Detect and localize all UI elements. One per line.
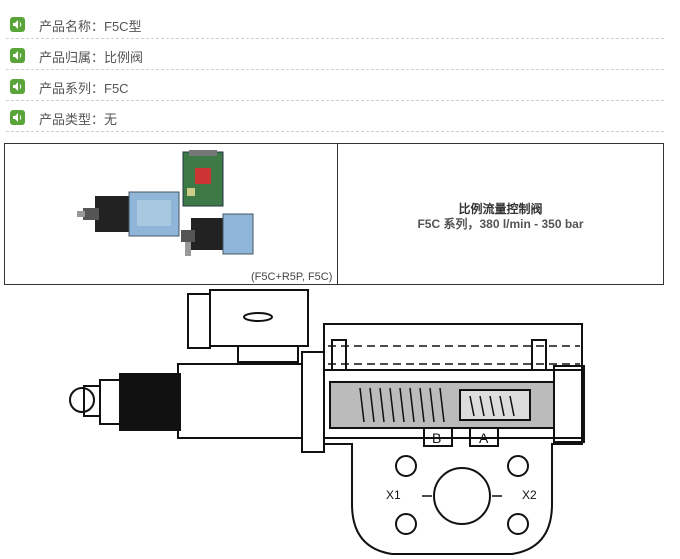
table-divider (337, 144, 338, 284)
x2-label: X2 (522, 488, 537, 502)
product-table: (F5C+R5P, F5C) 比例流量控制阀 F5C 系列，380 l/min … (4, 143, 664, 285)
product-name-text: 产品名称：F5C型 (39, 19, 142, 34)
product-type-text: 产品类型：无 (39, 112, 118, 127)
speaker-icon (10, 110, 25, 125)
product-title: 比例流量控制阀 (458, 202, 543, 216)
product-category-text: 产品归属：比例阀 (39, 50, 144, 65)
product-title-cell: 比例流量控制阀 F5C 系列，380 l/min - 350 bar (338, 144, 663, 284)
info-row-type: 产品类型：无 (6, 101, 664, 132)
technical-drawing (69, 289, 585, 555)
info-row-series: 产品系列：F5C (6, 70, 664, 101)
port-a-label: A (479, 430, 489, 446)
info-row-category: 产品归属：比例阀 (6, 39, 664, 70)
port-b-label: B (432, 430, 442, 446)
x1-label: X1 (386, 488, 401, 502)
photo-caption: (F5C+R5P, F5C) (251, 271, 333, 283)
product-series-text: 产品系列：F5C (39, 81, 129, 96)
product-photo (77, 150, 254, 256)
speaker-icon (10, 48, 25, 63)
info-row-name: 产品名称：F5C型 (6, 8, 664, 39)
product-subtitle: F5C 系列，380 l/min - 350 bar (417, 217, 584, 231)
speaker-icon (10, 17, 25, 32)
speaker-icon (10, 79, 25, 94)
